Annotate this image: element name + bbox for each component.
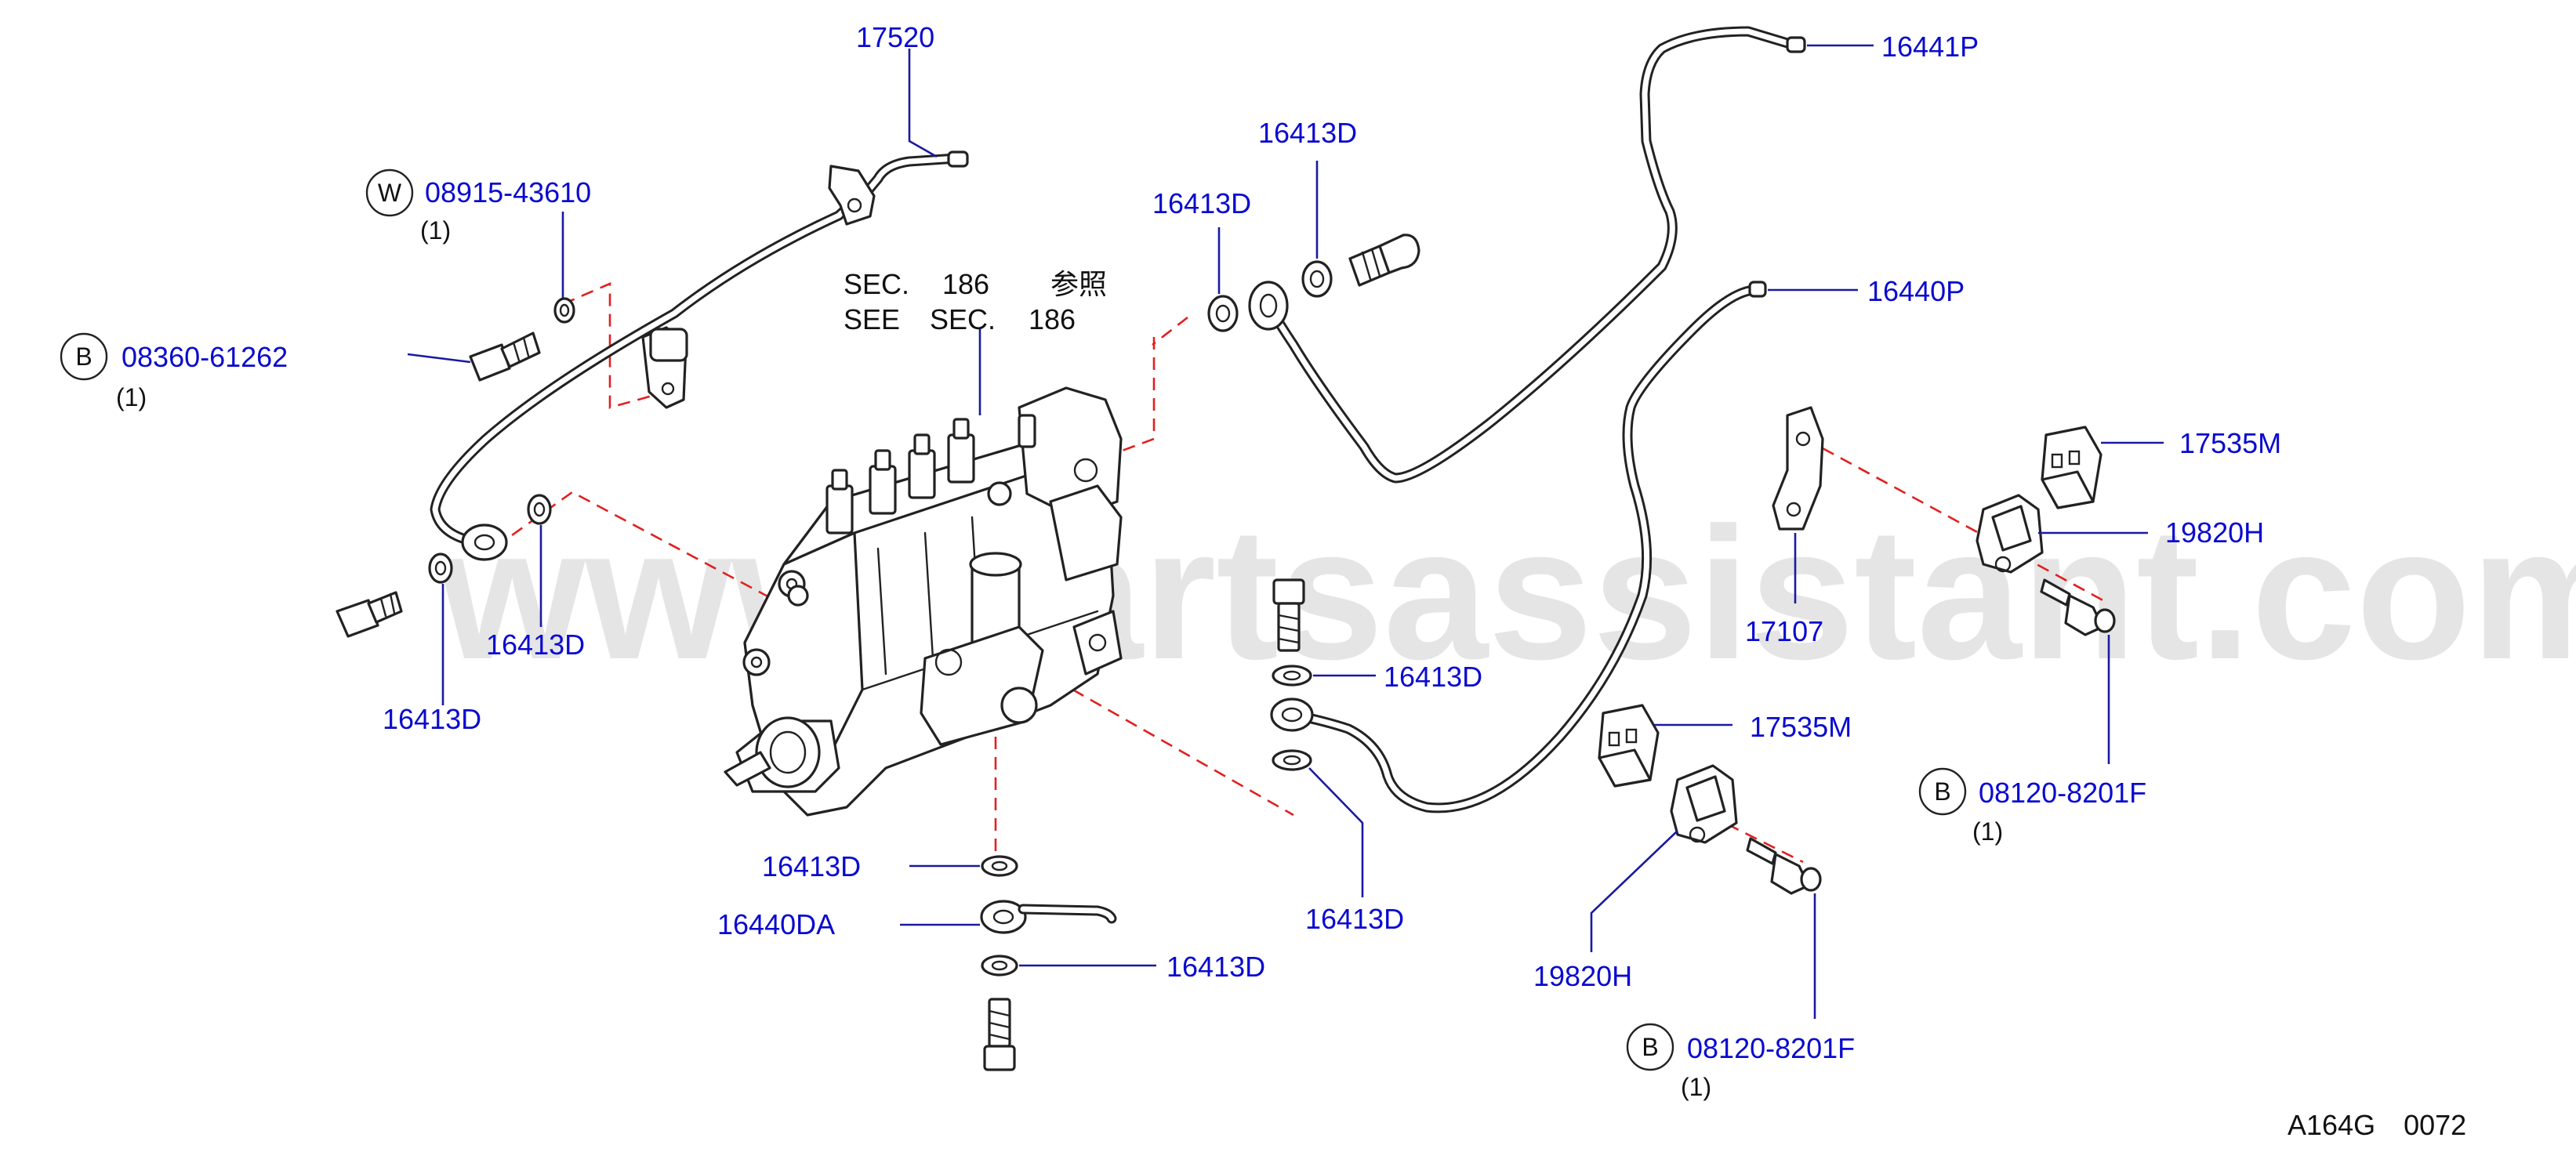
- label-16413D-right-b[interactable]: 16413D: [1305, 903, 1404, 935]
- label-17535M-a[interactable]: 17535M: [2179, 427, 2281, 459]
- return-pipe-17520[interactable]: [430, 150, 969, 561]
- label-16413D-bottom-a[interactable]: 16413D: [762, 850, 861, 882]
- washer-08915[interactable]: [553, 297, 575, 324]
- qty-08915: (1): [420, 216, 451, 245]
- label-19820H-a[interactable]: 19820H: [2165, 516, 2264, 549]
- feed-pipe-16441P[interactable]: [1248, 26, 1806, 484]
- bolt-08120-a[interactable]: [2040, 578, 2116, 636]
- label-16413D-right-a[interactable]: 16413D: [1384, 661, 1482, 693]
- washer-bottom-b[interactable]: [981, 955, 1018, 976]
- mark-B-circle-3: [1626, 1023, 1674, 1071]
- mark-W: W: [378, 179, 402, 207]
- bolt-08120-b[interactable]: [1746, 837, 1822, 895]
- part-labels: 17520 16441P 16413D 16413D W 08915-43610…: [60, 21, 2466, 1141]
- delivery-valves: [825, 418, 975, 534]
- bolt-08360[interactable]: [469, 332, 541, 382]
- banjo-bolt-bottom[interactable]: [983, 998, 1016, 1071]
- section-ref-line2-prefix: SEE: [844, 303, 900, 335]
- washer-top-center[interactable]: [1207, 295, 1239, 332]
- mark-B-circle-2: [1918, 767, 1967, 816]
- section-ref-line1-jp: 参照: [1050, 268, 1107, 300]
- label-17535M-b[interactable]: 17535M: [1750, 711, 1852, 743]
- label-19820H-b[interactable]: 19820H: [1533, 960, 1632, 992]
- feed-pipe-16440P[interactable]: [1270, 281, 1767, 813]
- label-08360-61262[interactable]: 08360-61262: [122, 341, 288, 373]
- mark-B-3: B: [1642, 1033, 1658, 1061]
- washer-bottom-a[interactable]: [981, 855, 1018, 877]
- diagram-code: A164G 0072: [2288, 1109, 2466, 1141]
- label-08120-8201F-b[interactable]: 08120-8201F: [1687, 1032, 1855, 1064]
- label-16413D-top[interactable]: 16413D: [1258, 117, 1357, 149]
- label-16441P[interactable]: 16441P: [1881, 31, 1979, 63]
- qty-08120-a: (1): [1972, 817, 2003, 846]
- section-ref-line2-sec: SEC.: [930, 303, 996, 335]
- clamp-19820H-b[interactable]: [1670, 764, 1738, 844]
- banjo-bolt-top[interactable]: [1348, 234, 1420, 287]
- banjo-bolt-right[interactable]: [1272, 578, 1305, 652]
- section-ref-line2-number: 186: [1029, 303, 1076, 335]
- label-17520[interactable]: 17520: [856, 21, 934, 53]
- bracket-17107[interactable]: [1772, 406, 1824, 531]
- clamp-17535M-a[interactable]: [2041, 426, 2103, 509]
- leader-lines: [407, 44, 2164, 1019]
- label-16413D-left-b[interactable]: 16413D: [486, 629, 585, 661]
- section-ref-line1-number: 186: [942, 268, 989, 300]
- section-ref-line1-prefix: SEC.: [844, 268, 909, 300]
- clamp-17535M-b[interactable]: [1598, 704, 1660, 788]
- label-16440P[interactable]: 16440P: [1867, 275, 1965, 307]
- injection-pump[interactable]: [724, 386, 1123, 817]
- washer-left-a[interactable]: [428, 553, 453, 584]
- washer-left-b[interactable]: [527, 494, 552, 525]
- label-16413D-bottom-b[interactable]: 16413D: [1166, 951, 1265, 983]
- clamp-19820H-a[interactable]: [1976, 494, 2044, 574]
- mark-W-circle: [365, 168, 414, 217]
- washer-right-b[interactable]: [1272, 749, 1312, 771]
- mark-B-circle-1: [60, 332, 108, 381]
- washer-right-a[interactable]: [1272, 665, 1312, 687]
- qty-08120-b: (1): [1681, 1073, 1711, 1101]
- mark-B-1: B: [75, 342, 92, 371]
- pipe-16440DA[interactable]: [980, 900, 1117, 934]
- label-16413D-left-a[interactable]: 16413D: [383, 703, 481, 735]
- label-16440DA[interactable]: 16440DA: [717, 908, 835, 940]
- mark-B-2: B: [1934, 777, 1950, 806]
- label-16413D-mid[interactable]: 16413D: [1152, 187, 1251, 219]
- washer-top-right[interactable]: [1301, 260, 1333, 298]
- label-17107[interactable]: 17107: [1745, 615, 1823, 647]
- qty-08360: (1): [116, 383, 147, 411]
- label-08120-8201F-a[interactable]: 08120-8201F: [1979, 777, 2146, 809]
- banjo-bolt-left[interactable]: [336, 591, 403, 638]
- label-08915-43610[interactable]: 08915-43610: [425, 176, 591, 208]
